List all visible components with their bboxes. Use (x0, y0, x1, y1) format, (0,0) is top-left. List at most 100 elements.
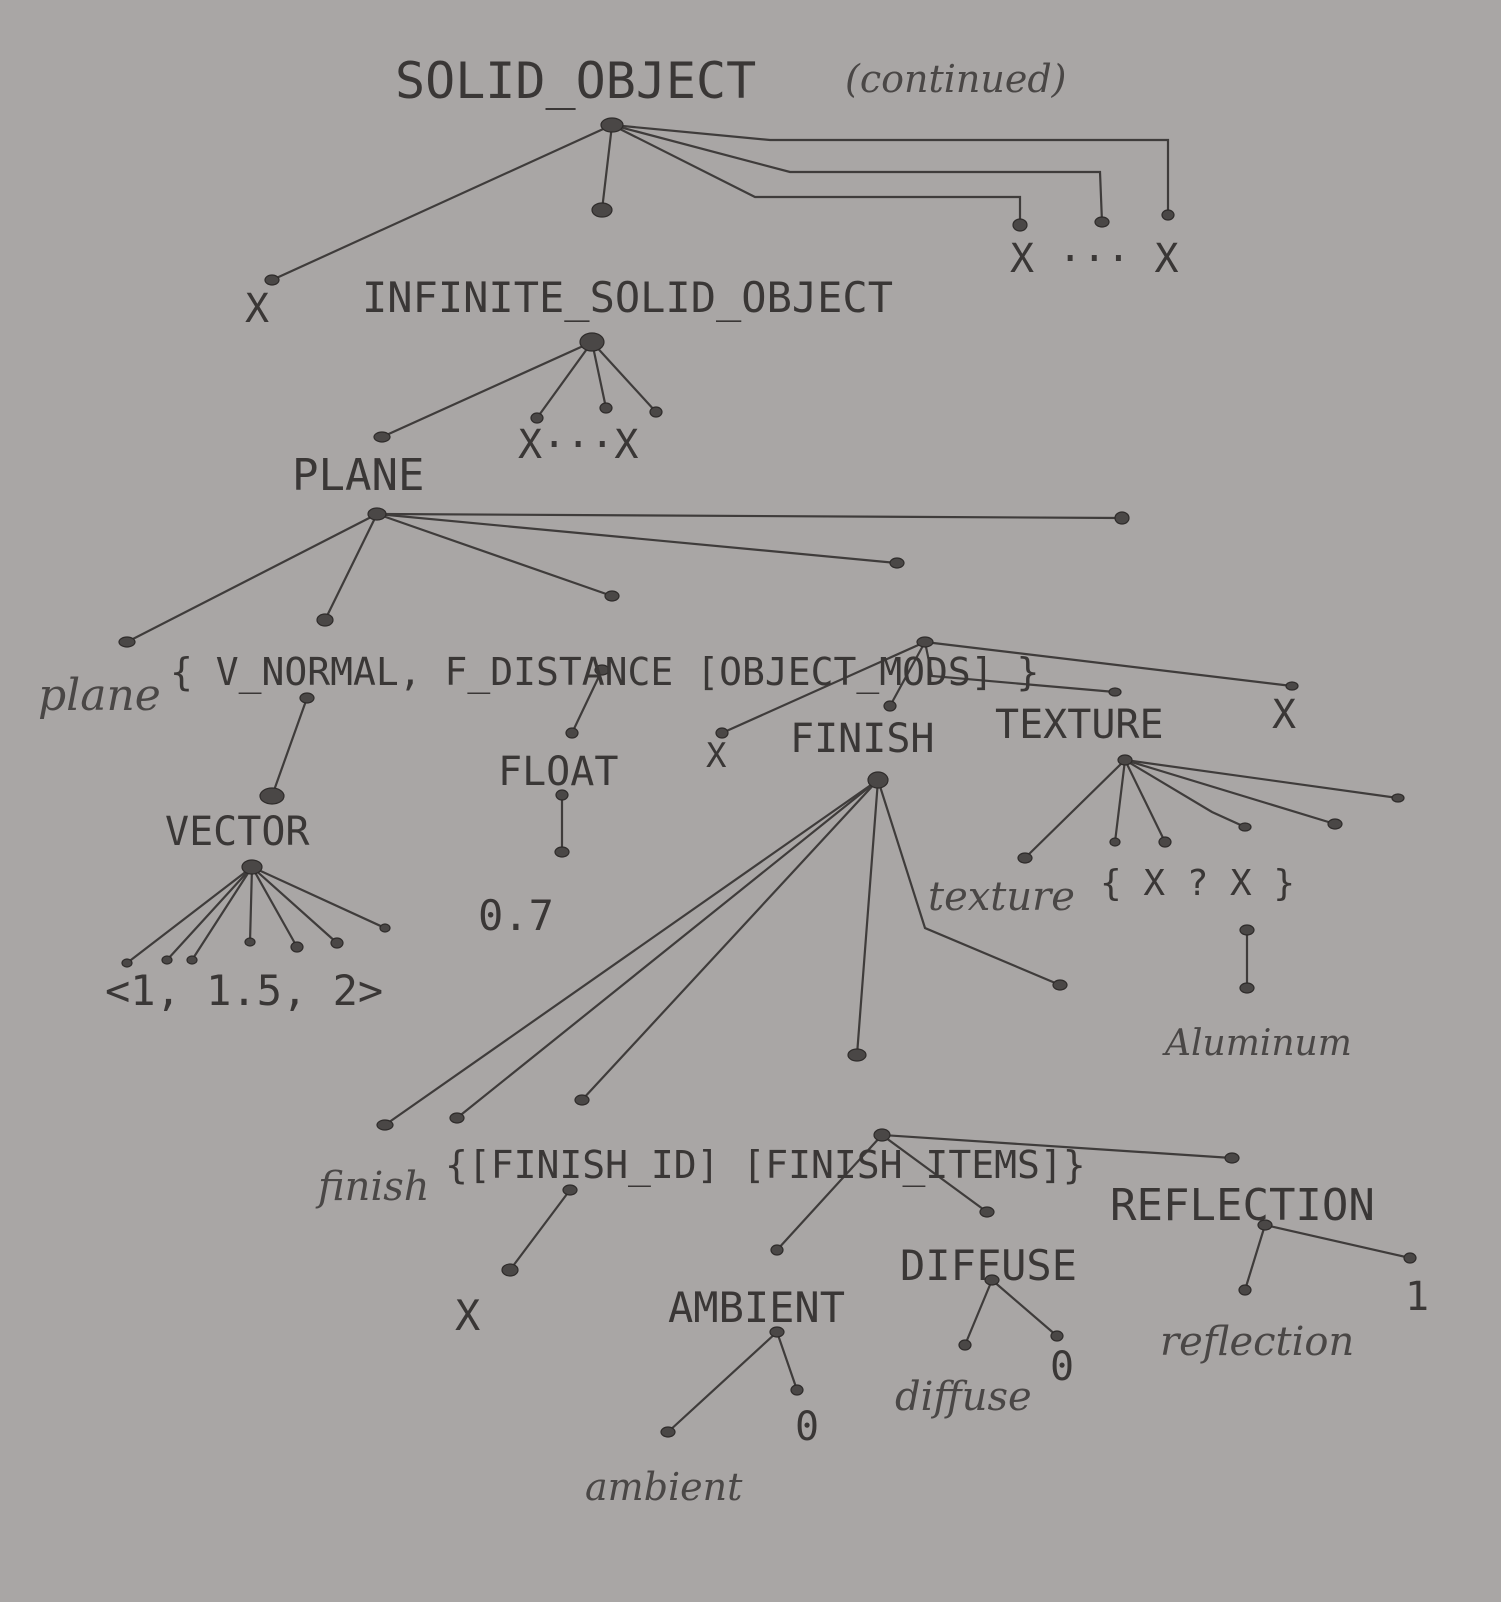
node-root-infinite (591, 202, 613, 218)
label-float-value: 0.7 (478, 891, 554, 940)
edge-mods-texture (923, 640, 1117, 694)
edge-tex-brace (1123, 758, 1400, 800)
edge-ref-val (1263, 1223, 1412, 1260)
label-plane: PLANE (292, 450, 424, 501)
edge-tex-x (1113, 758, 1127, 844)
node-finish (867, 771, 889, 789)
label-diffuse-val: 0 (1050, 1344, 1074, 1390)
node-fdistance (594, 664, 610, 676)
node-plane-mods (889, 557, 905, 569)
node-root-x (264, 274, 280, 286)
node-q (1239, 924, 1255, 936)
node-float (555, 789, 569, 801)
node-fin-kw (376, 1119, 394, 1131)
node-vec-1 (121, 958, 133, 968)
edge-vec-5 (250, 865, 299, 949)
edge-plane-brace (375, 512, 1124, 520)
edge-dif-kw (963, 1278, 994, 1347)
node-dif-kw (958, 1339, 972, 1351)
node-vec-7 (379, 923, 391, 933)
node-ambient (769, 1326, 785, 1338)
edge-root-x2 (610, 123, 1022, 227)
edge-mods-x-end (923, 640, 1294, 688)
label-x-dots-x-mid: X···X (518, 422, 638, 468)
title-note-label: (continued) (845, 57, 1066, 101)
node-float-value (554, 846, 570, 858)
label-ambient-val: 0 (795, 1404, 819, 1450)
node-mods-finish (883, 700, 897, 712)
edge-vec-4 (248, 865, 254, 944)
edge-root-infinite (600, 123, 614, 212)
edge-items-ambient (775, 1133, 884, 1252)
node-inf-x3 (649, 406, 663, 418)
edge-mods-finish (888, 640, 927, 708)
node-items (873, 1128, 891, 1142)
label-x-mods-end: X (1272, 692, 1296, 738)
edge-fdist-float (570, 668, 604, 735)
node-vec-4 (244, 937, 256, 947)
node-inf-plane (373, 431, 391, 443)
edge-inf-x3 (590, 340, 658, 414)
label-float: FLOAT (498, 749, 618, 795)
label-diffuse-kw: diffuse (895, 1374, 1032, 1420)
edge-finid-x (508, 1188, 572, 1272)
label-x-left: X (245, 286, 269, 332)
tree-edges (125, 123, 1412, 1434)
edge-inf-x2 (590, 340, 608, 410)
label-reflection-kw: reflection (1160, 1319, 1354, 1365)
tree-labels: SOLID_OBJECT (continued) X INFINITE_SOLI… (38, 52, 1429, 1509)
node-vnormal (299, 692, 315, 704)
edge-fin-id (580, 778, 880, 1102)
node-q-aluminum (1239, 982, 1255, 994)
label-reflection-val: 1 (1405, 1274, 1429, 1320)
label-x-dots-x-top: X ··· X (1010, 236, 1179, 282)
edge-vec-2 (165, 865, 254, 962)
label-texture-rule: { X ? X } (1100, 863, 1295, 904)
node-fin-id (574, 1094, 590, 1106)
edge-root-x (270, 123, 614, 282)
node-inf-x2 (599, 402, 613, 414)
node-tex-kw (1017, 852, 1033, 864)
edge-items-reflection (880, 1133, 1234, 1160)
node-root (600, 117, 624, 133)
label-ambient: AMBIENT (668, 1283, 845, 1332)
edge-plane-fdistance (375, 512, 614, 598)
node-tex-x2 (1327, 818, 1343, 830)
label-reflection: REFLECTION (1110, 1180, 1375, 1231)
node-amb-kw (660, 1426, 676, 1438)
node-finid-x (501, 1263, 519, 1277)
node-vec-3 (186, 955, 198, 965)
node-items-diffuse (979, 1206, 995, 1218)
node-plane (367, 507, 387, 521)
node-items-ambient (770, 1244, 784, 1256)
label-plane-kw: plane (38, 670, 161, 721)
label-diffuse: DIFFUSE (900, 1241, 1077, 1290)
node-root-x2 (1012, 218, 1028, 232)
node-root-x3 (1094, 216, 1110, 228)
node-fin-items (847, 1048, 867, 1062)
edge-dif-val (990, 1278, 1059, 1338)
edge-items-diffuse (880, 1133, 989, 1214)
edge-vec-6 (250, 865, 339, 945)
node-vec-5 (290, 941, 304, 953)
node-vec-2 (161, 955, 173, 965)
label-vector: VECTOR (165, 809, 310, 855)
edge-plane-kw (125, 512, 379, 644)
node-reflection (1257, 1219, 1273, 1231)
edge-vnormal-vector (270, 696, 309, 798)
node-fdist-float (565, 727, 579, 739)
edge-tex-q2 (1123, 758, 1247, 829)
edge-vec-3 (190, 865, 254, 962)
edge-tex-x2 (1123, 758, 1337, 826)
node-tex-x (1109, 837, 1121, 847)
node-root-x4 (1161, 209, 1175, 221)
node-mods (916, 636, 934, 648)
node-vnormal-vector (259, 787, 285, 805)
edge-inf-plane (380, 340, 594, 439)
node-plane-kw (118, 636, 136, 648)
label-infinite-solid-object: INFINITE_SOLID_OBJECT (362, 273, 893, 322)
node-dif-val (1050, 1330, 1064, 1342)
node-tex-brace (1391, 793, 1405, 803)
label-x-finish-id: X (455, 1291, 480, 1340)
